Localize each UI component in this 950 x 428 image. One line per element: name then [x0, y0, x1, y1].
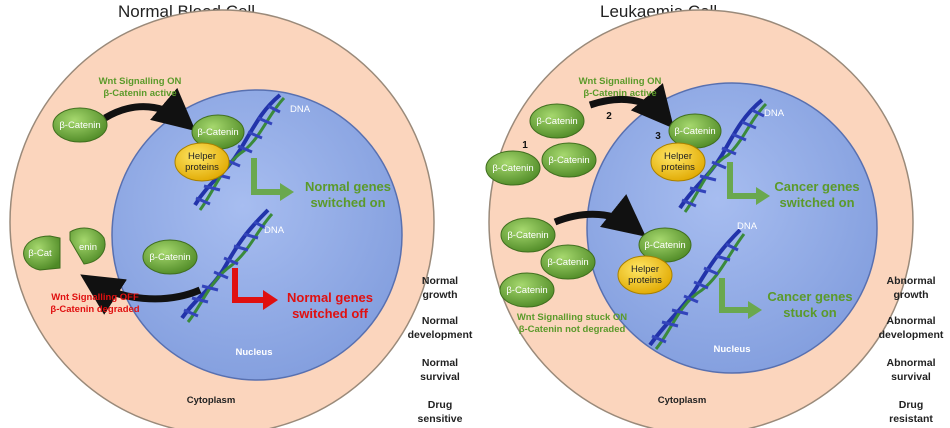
- dna-label: DNA: [290, 104, 311, 115]
- property-line: development: [407, 329, 473, 341]
- wnt-off-label: Wnt Signalling OFF: [51, 292, 139, 303]
- dna-label: DNA: [764, 108, 785, 119]
- property-item: Normal survival: [395, 356, 485, 384]
- wnt-on-label: Wnt Signalling ON: [579, 76, 662, 87]
- property-line: survival: [420, 371, 460, 383]
- step-number: 3: [655, 131, 661, 142]
- gene-on-arrow: [727, 162, 758, 199]
- beta-catenin-label: β-Catenin: [492, 163, 533, 174]
- cancer-genes-label: Cancer genes: [774, 179, 859, 194]
- beta-catenin-label: β-Catenin: [197, 127, 238, 138]
- step-number: 2: [606, 111, 612, 122]
- wnt-on-label: Wnt Signalling ON: [99, 76, 182, 87]
- dna-helix: [193, 93, 286, 211]
- beta-catenin: [541, 142, 597, 178]
- cancer-genes-label: stuck on: [783, 305, 837, 320]
- property-item: Normal development: [395, 314, 485, 342]
- dna-helix: [648, 228, 746, 350]
- property-item: Normal growth: [395, 274, 485, 302]
- beta-catenin: [529, 103, 585, 139]
- dna-label: DNA: [737, 221, 758, 232]
- cancer-genes-label: switched on: [779, 195, 854, 210]
- beta-catenin-label: β-Catenin: [59, 120, 100, 131]
- helper-label: Helper: [664, 151, 692, 162]
- property-line: Drug: [427, 399, 453, 411]
- property-item: Abnormal development: [866, 314, 950, 342]
- beta-catenin: [485, 150, 541, 186]
- property-line: Drug: [898, 399, 924, 411]
- fragment-label: β-Cat: [28, 248, 52, 259]
- import-arrow: [553, 194, 646, 237]
- beta-catenin-label: β-Catenin: [536, 116, 577, 127]
- helper-label: proteins: [628, 275, 662, 286]
- beta-catenin-label: β-Catenin: [149, 252, 190, 263]
- dna-helix: [180, 208, 274, 323]
- property-item: Abnormal survival: [866, 356, 950, 384]
- property-line: Normal: [421, 357, 459, 369]
- gene-off-arrow: [232, 268, 265, 303]
- property-item: Drug sensitive: [395, 398, 485, 426]
- beta-catenin-label: β-Catenin: [548, 155, 589, 166]
- cytoplasm-label: Cytoplasm: [658, 395, 707, 406]
- helper-label: Helper: [631, 264, 659, 275]
- degraded-fragment: [69, 227, 106, 265]
- helper-proteins: [174, 142, 230, 182]
- helper-label: proteins: [661, 162, 695, 173]
- helper-label: proteins: [185, 162, 219, 173]
- property-line: growth: [422, 289, 458, 301]
- property-line: Normal: [421, 315, 459, 327]
- wnt-on-label: β-Catenin active: [103, 88, 176, 99]
- property-line: growth: [893, 289, 929, 301]
- genes-on-label: Normal genes: [305, 179, 391, 194]
- property-line: sensitive: [417, 413, 463, 425]
- beta-catenin-label: β-Catenin: [644, 240, 685, 251]
- genes-on-label: switched on: [310, 195, 385, 210]
- wnt-stuck-label: β-Catenin not degraded: [519, 324, 626, 335]
- dna-label: DNA: [264, 225, 285, 236]
- cytoplasm-label: Cytoplasm: [187, 395, 236, 406]
- genes-off-label: switched off: [292, 306, 369, 321]
- property-line: survival: [891, 371, 931, 383]
- step-number: 1: [522, 140, 528, 151]
- property-line: Abnormal: [886, 275, 936, 287]
- genes-off-label: Normal genes: [287, 290, 373, 305]
- export-arrow: [80, 274, 202, 315]
- gene-on-arrow: [719, 278, 750, 313]
- property-item: Drug resistant: [866, 398, 950, 426]
- leukaemia-cell: [485, 9, 914, 428]
- wnt-on-label: β-Catenin active: [583, 88, 656, 99]
- beta-catenin: [52, 107, 108, 143]
- property-line: resistant: [889, 413, 933, 425]
- beta-catenin: [142, 239, 198, 275]
- import-arrow: [103, 87, 196, 132]
- beta-catenin: [500, 217, 556, 253]
- helper-label: Helper: [188, 151, 216, 162]
- property-line: Normal: [421, 275, 459, 287]
- beta-catenin: [499, 272, 555, 308]
- wnt-stuck-label: Wnt Signalling stuck ON: [517, 312, 627, 323]
- gene-on-arrow: [251, 158, 282, 195]
- dna-helix: [678, 98, 768, 213]
- helper-proteins: [617, 255, 673, 295]
- property-line: development: [878, 329, 944, 341]
- property-item: Abnormal growth: [866, 274, 950, 302]
- beta-catenin: [540, 244, 596, 280]
- degraded-fragment: [23, 235, 61, 271]
- wnt-off-label: β-Catenin degraded: [50, 304, 139, 315]
- beta-catenin-label: β-Catenin: [674, 126, 715, 137]
- normal-cell: [9, 9, 435, 428]
- property-line: Abnormal: [886, 315, 936, 327]
- fragment-label: enin: [79, 242, 97, 253]
- helper-proteins: [650, 142, 706, 182]
- property-line: Abnormal: [886, 357, 936, 369]
- beta-catenin-label: β-Catenin: [547, 257, 588, 268]
- cancer-genes-label: Cancer genes: [767, 289, 852, 304]
- nucleus-label: Nucleus: [714, 344, 751, 355]
- import-arrow: [588, 83, 675, 129]
- beta-catenin-label: β-Catenin: [506, 285, 547, 296]
- nucleus-label: Nucleus: [236, 347, 273, 358]
- beta-catenin-label: β-Catenin: [507, 230, 548, 241]
